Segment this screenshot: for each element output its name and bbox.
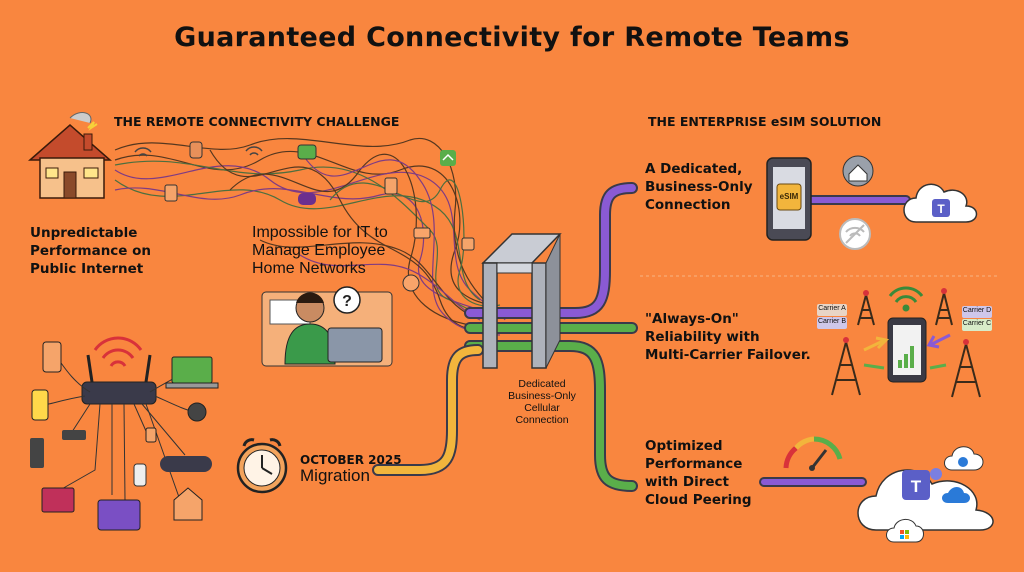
gateway-label: Dedicated Business-Only Cellular Connect… [508,378,576,426]
tablet-icon [384,177,398,195]
phone-icon [42,341,62,373]
phone-icon [189,141,203,159]
carrier-tags [817,304,992,331]
page-title: Guaranteed Connectivity for Remote Teams [174,22,850,53]
svg-text:T: T [911,477,922,496]
wire-icons [134,141,475,292]
monitor-icon [41,487,75,513]
signal-phone [887,317,927,383]
esim-phone [766,157,812,241]
microsoft-cloud-icon [886,519,924,543]
game-controller-icon [160,456,212,472]
esim-chip-icon [776,183,802,211]
onedrive-icon [942,487,970,503]
benefit-dedicated-connection: A Dedicated, Business-Only Connection [645,161,753,213]
tangled-wires [114,137,506,336]
streaming-box-icon [62,430,86,440]
carrier-a-tag: Carrier A [818,305,846,312]
cloud-peering-icon: T [857,468,994,531]
wifi-icon [245,146,263,156]
speaker-icon [30,438,44,468]
cell-tower-icon [857,290,875,326]
stressed-worker-illustration: ? [261,286,393,367]
smart-speaker-icon [133,463,147,487]
svg-text:T: T [937,202,945,216]
home-icon [842,155,874,187]
svg-text:?: ? [342,293,352,310]
wifi-icon [134,147,152,157]
device-icon [413,227,431,239]
laptop-icon [171,356,213,384]
cell-tower-icon [935,288,953,326]
gateway-structure [481,233,562,369]
migration-label: Migration [300,466,370,485]
wifi-off-icon [839,218,871,250]
unpredictable-performance-label: Unpredictable Performance on Public Inte… [30,225,152,277]
device-icon [461,237,475,251]
alarm-clock-icon [236,438,288,494]
migration-date: OCTOBER 2025 [300,453,402,467]
carrier-b-tag: Carrier B [817,318,846,325]
benefit-cloud-peering: Optimized Performance with Direct Cloud … [645,438,752,508]
failover-arrows [863,333,951,370]
game-controller-icon [402,274,420,292]
teams-icon [902,470,930,500]
it-management-label: Impossible for IT to Manage Employee Hom… [252,224,388,277]
challenge-heading: THE REMOTE CONNECTIVITY CHALLENGE [114,114,400,129]
game-controller-icon [298,193,316,205]
cell-towers [831,288,981,398]
plug-icon [145,427,157,443]
tablet-icon [97,499,141,531]
benefit-always-on: "Always-On" Reliability with Multi-Carri… [645,311,811,363]
wifi-icon [888,286,924,312]
home-icon [440,150,456,166]
camera-icon [187,402,207,422]
solution-heading: THE ENTERPRISE eSIM SOLUTION [648,114,882,129]
phone-icon [31,389,49,421]
speed-gauge-icon [783,436,843,471]
cell-tower-icon [951,339,981,398]
wifi-icon [93,336,143,367]
house-icon [28,112,112,199]
smart-home-icon [173,487,203,521]
carrier-c-tag: Carrier C [962,320,992,327]
cell-tower-icon [831,337,861,396]
esim-chip-label: eSIM [779,192,799,201]
carrier-d-tag: Carrier D [962,307,992,314]
gear-cloud-icon [944,446,984,471]
home-network-devices [30,336,219,531]
screen-icon [297,144,317,160]
router-icon [81,381,157,405]
teams-cloud-icon: T [903,183,978,223]
question-bubble-icon [333,286,361,314]
tablet-icon [164,184,178,202]
